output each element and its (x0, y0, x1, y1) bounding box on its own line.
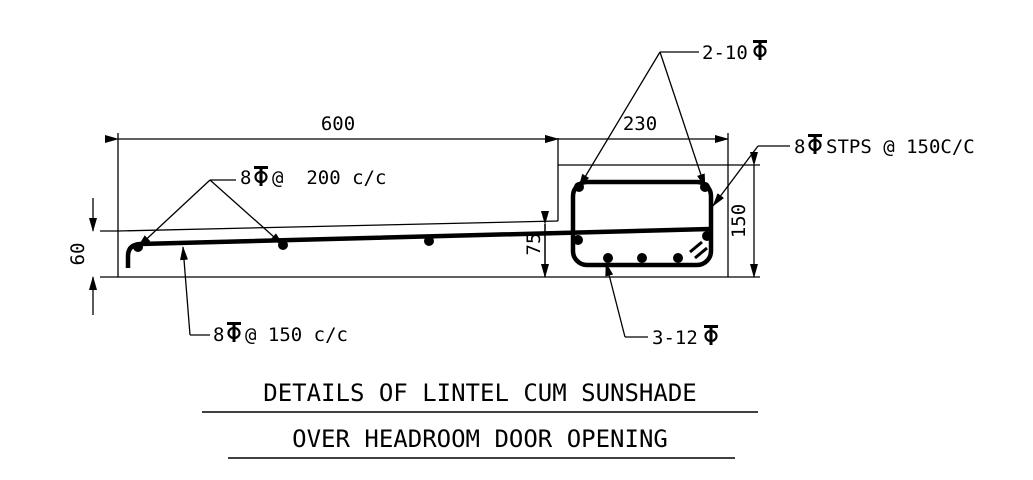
dim-150: 150 (728, 204, 750, 238)
title-line-2: OVER HEADROOM DOOR OPENING (292, 425, 668, 453)
stirrup (570, 179, 714, 268)
rebar-symbol-icon (808, 134, 822, 154)
label-bottom-bars: 3-12 (652, 327, 698, 349)
rebar-dots (133, 182, 712, 263)
label-stirrups: 8 (794, 136, 805, 158)
dimension-lines (89, 135, 758, 315)
rebar-symbol-icon (753, 40, 767, 60)
rebar-symbol-icon (227, 322, 241, 342)
dim-600: 600 (321, 113, 355, 135)
rebar-dot (424, 236, 434, 246)
label-sunshade-main: 8 (240, 167, 251, 189)
leader-lines (137, 51, 790, 338)
rebar-dot (673, 253, 683, 263)
sunshade-main-bar (125, 226, 711, 268)
rebar-symbol-icon (704, 325, 718, 345)
label-stirrups-suffix: STPS @ 150C/C (826, 136, 975, 158)
concrete-outline (100, 133, 760, 278)
rebar-dot (573, 235, 583, 245)
title-line-1: DETAILS OF LINTEL CUM SUNSHADE (263, 379, 696, 407)
rebar-dot (702, 231, 712, 241)
label-sunshade-dist-suffix: @ 150 c/c (245, 324, 348, 346)
label-sunshade-main-suffix: @ 200 c/c (272, 167, 386, 189)
label-top-bars: 2-10 (702, 42, 748, 64)
dim-60: 60 (67, 243, 89, 266)
dim-75: 75 (523, 233, 545, 256)
label-sunshade-dist: 8 (213, 324, 224, 346)
rebar-dot (637, 253, 647, 263)
dim-230: 230 (623, 113, 657, 135)
rebar-symbol-icon (254, 166, 268, 186)
rebar-dot (603, 253, 613, 263)
